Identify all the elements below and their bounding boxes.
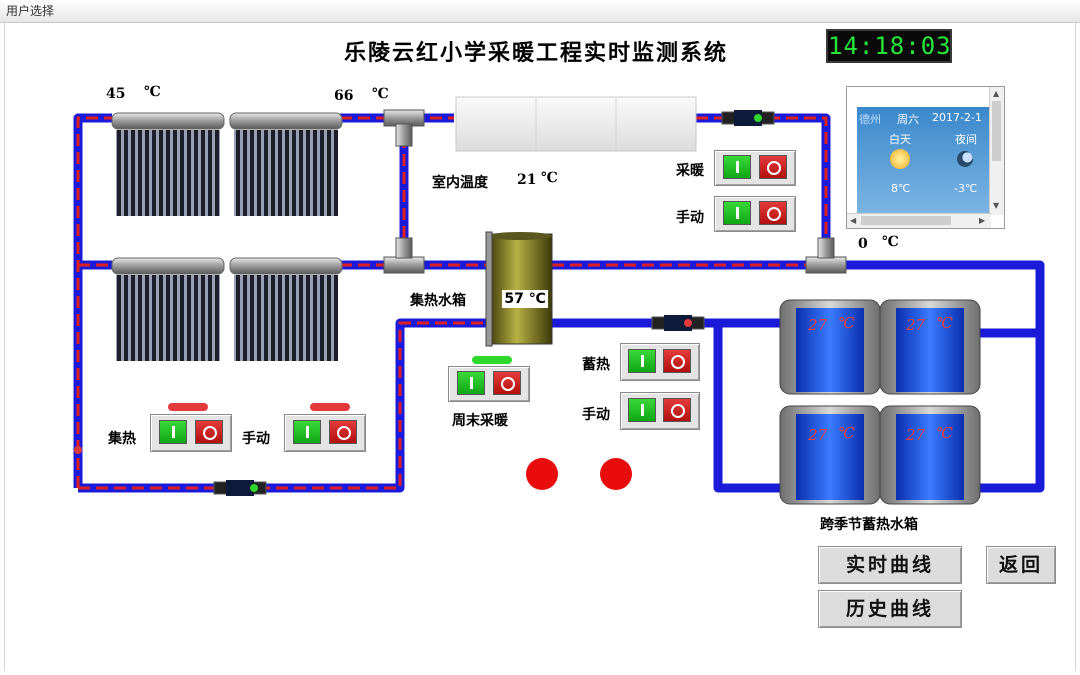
window-titlebar: 用户选择 [0, 0, 1080, 23]
heating-manual-label: 手动 [676, 210, 704, 226]
heating-on-button[interactable] [723, 155, 751, 179]
seasonal-tank-label: 跨季节蓄热水箱 [820, 517, 918, 533]
collect-on-button[interactable] [159, 420, 187, 444]
heat-collection-tank [485, 231, 553, 347]
pipe-tee-top [383, 109, 425, 147]
storage-manual-switch-group [620, 392, 700, 430]
solar-collector-top-left [111, 112, 225, 216]
collect-indicator [168, 403, 208, 411]
seasonal-tank-3 [779, 405, 881, 505]
tank3-unit: ℃ [838, 424, 855, 442]
back-button[interactable]: 返回 [986, 546, 1056, 584]
weather-night-temp: -3℃ [954, 182, 978, 195]
collect-label: 集热 [108, 431, 136, 447]
collect-manual-label: 手动 [242, 431, 270, 447]
weather-panel: 德州 周六 2017-2-1 白天 夜间 8℃ -3℃ [857, 107, 990, 217]
storage-label: 蓄热 [582, 357, 610, 373]
scroll-up-icon[interactable]: ▲ [993, 89, 1000, 98]
window-title: 用户选择 [6, 4, 55, 18]
alarm-lamp-left [526, 458, 558, 490]
collect-switch-group [150, 414, 232, 452]
page-title: 乐陵云红小学采暖工程实时监测系统 [344, 40, 729, 66]
scroll-left-icon[interactable]: ◀ [850, 216, 857, 225]
weather-date: 2017-2-1 [932, 111, 982, 124]
tank4-unit: ℃ [936, 424, 953, 442]
tank3-temp: 27 [808, 426, 828, 444]
storage-on-button[interactable] [628, 349, 656, 373]
collect-manual-switch-group [284, 414, 366, 452]
history-curve-button[interactable]: 历史曲线 [818, 590, 962, 628]
weather-vertical-scrollbar[interactable]: ▲ ▼ [989, 87, 1004, 215]
outdoor-temp-unit: ℃ [882, 234, 899, 250]
solar-collector-bottom-left [111, 257, 225, 361]
collector-left-unit: ℃ [144, 84, 161, 100]
weather-city: 德州 [859, 113, 881, 126]
heating-manual-off-button[interactable] [759, 201, 787, 225]
hscroll-thumb[interactable] [861, 216, 951, 225]
sun-icon [890, 149, 910, 169]
heating-manual-on-button[interactable] [723, 201, 751, 225]
pipe-tee-right [805, 237, 847, 274]
manual-collect-indicator [310, 403, 350, 411]
heating-off-button[interactable] [759, 155, 787, 179]
heat-tank-temp: 57 ℃ [502, 290, 548, 308]
tank2-unit: ℃ [936, 314, 953, 332]
weather-day-label: 白天 [889, 133, 911, 146]
weather-night-label: 夜间 [955, 133, 977, 146]
solar-collector-bottom-right [229, 257, 343, 361]
pipe-tee-middle [383, 237, 425, 274]
storage-off-button[interactable] [663, 349, 691, 373]
scroll-down-icon[interactable]: ▼ [993, 201, 1000, 210]
indoor-temp-label: 室内温度 [432, 175, 488, 191]
weekend-off-button[interactable] [493, 371, 521, 395]
collect-manual-off-button[interactable] [329, 420, 357, 444]
storage-manual-on-button[interactable] [628, 398, 656, 422]
pump-middle[interactable] [651, 315, 705, 331]
weather-weekday: 周六 [897, 113, 919, 126]
collector-left-temp: 45 [106, 86, 126, 102]
seasonal-tank-2 [879, 299, 981, 395]
tank2-temp: 27 [906, 316, 926, 334]
tank4-temp: 27 [906, 426, 926, 444]
collector-right-unit: ℃ [372, 86, 389, 102]
moon-icon [957, 151, 973, 167]
heating-manual-switch-group [714, 196, 796, 232]
seasonal-tank-1 [779, 299, 881, 395]
radiator [455, 96, 697, 152]
weather-horizontal-scrollbar[interactable]: ◀ ▶ [847, 213, 991, 228]
storage-manual-off-button[interactable] [663, 398, 691, 422]
storage-switch-group [620, 343, 700, 381]
weekend-on-button[interactable] [457, 371, 485, 395]
collect-off-button[interactable] [195, 420, 223, 444]
outdoor-temp-value: 0 [858, 236, 868, 252]
tank1-unit: ℃ [838, 314, 855, 332]
seasonal-tank-4 [879, 405, 981, 505]
weather-widget[interactable]: 德州 周六 2017-2-1 白天 夜间 8℃ -3℃ ▲ ▼ ◀ ▶ [846, 86, 1005, 229]
pump-bottom[interactable] [213, 480, 267, 496]
weekend-heating-label: 周末采暖 [452, 413, 508, 429]
weekend-indicator [472, 356, 512, 364]
collect-manual-on-button[interactable] [293, 420, 321, 444]
digital-clock: 14:18:03 [826, 29, 952, 63]
alarm-lamp-right [600, 458, 632, 490]
realtime-curve-button[interactable]: 实时曲线 [818, 546, 962, 584]
scroll-right-icon[interactable]: ▶ [979, 216, 986, 225]
heat-tank-label: 集热水箱 [410, 293, 466, 309]
heating-label: 采暖 [676, 163, 704, 179]
weekend-switch-group [448, 366, 530, 402]
heating-switch-group [714, 150, 796, 186]
storage-manual-label: 手动 [582, 407, 610, 423]
pump-top[interactable] [721, 110, 775, 126]
collector-right-temp: 66 [334, 88, 354, 104]
indoor-temp-unit: ℃ [541, 170, 558, 186]
weather-day-temp: 8℃ [891, 182, 911, 195]
tank1-temp: 27 [808, 316, 828, 334]
valve-dot [74, 446, 82, 454]
indoor-temp-value: 21 [517, 172, 537, 188]
scroll-thumb[interactable] [992, 101, 1001, 161]
solar-collector-top-right [229, 112, 343, 216]
